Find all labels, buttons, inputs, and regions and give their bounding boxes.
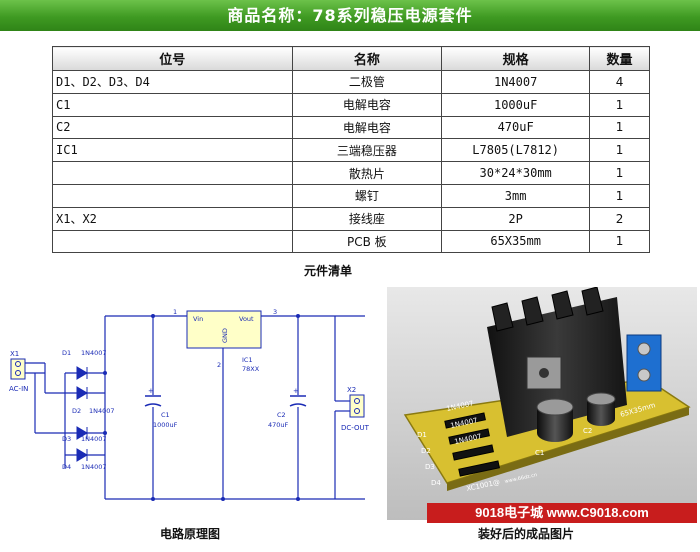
d2-label: D2 [72,407,81,415]
photo-d4-label: D4 [431,479,441,487]
x1-label: X1 [10,350,19,358]
cell-name: 散热片 [291,161,443,185]
cell-position: C1 [52,92,293,117]
cell-name: 接线座 [291,206,443,231]
c2-value: 470uF [268,421,289,429]
photo-c1-label: C1 [535,449,544,457]
photo-caption: 装好后的成品图片 [478,527,575,541]
cell-position: X1、X2 [52,206,293,231]
cell-spec: 30*24*30mm [441,161,591,185]
cell-position [52,183,293,208]
bom-caption: 元件清单 [304,264,353,278]
cell-qty: 4 [589,70,650,94]
photo-d2-label: D2 [421,447,431,455]
watermark-banner: 9018电子城 www.C9018.com [427,503,697,523]
photo-d1-label: D1 [417,431,427,439]
diode-d2 [76,386,88,400]
diode-d1 [76,366,88,380]
d4-value: 1N4007 [81,463,107,471]
d2-value: 1N4007 [89,407,115,415]
ic1-regulator [186,310,262,349]
cell-spec: 1N4007 [441,70,591,94]
table-header-row: 位号 名称 规格 数量 [52,46,650,71]
ic1-gnd-label: GND [221,328,229,343]
assembled-product-photo: D1 D2 D3 D4 1N4007 1N4007 1N4007 C1 C2 6… [387,287,697,520]
pin2-label: 2 [217,361,221,369]
header-qty: 数量 [589,46,650,71]
ic1-value: 78XX [242,365,260,373]
cell-qty: 1 [589,183,650,208]
cell-spec: L7805(L7812) [441,138,591,163]
svg-text:+: + [293,387,299,395]
c1-value: 1000uF [153,421,178,429]
cell-qty: 1 [589,115,650,140]
cell-name: 三端稳压器 [291,138,443,163]
ic1-vout-label: Vout [239,315,254,323]
header-position: 位号 [52,46,293,71]
cell-qty: 1 [589,92,650,117]
cell-name: 螺钉 [291,183,443,208]
cell-position: C2 [52,115,293,140]
schematic-caption: 电路原理图 [160,527,221,541]
d1-label: D1 [62,349,71,357]
photo-diode-d1 [444,412,486,429]
cell-position [52,229,293,254]
c2-label: C2 [277,411,286,419]
diode-d4 [76,448,88,462]
pin3-label: 3 [273,308,277,316]
cell-spec: 65X35mm [441,229,591,254]
photo-c2-label: C2 [583,427,592,435]
cell-spec: 1000uF [441,92,591,117]
cell-qty: 1 [589,138,650,163]
x2-label: X2 [347,386,356,394]
ic1-vin-label: Vin [193,315,203,323]
photo-d3-label: D3 [425,463,435,471]
d3-label: D3 [62,435,71,443]
d1-value: 1N4007 [81,349,107,357]
ic1-label: IC1 [242,356,253,364]
ac-in-label: AC-IN [9,385,28,393]
header-name: 名称 [291,46,443,71]
cell-spec: 3mm [441,183,591,208]
photo-diode-d4 [458,460,500,477]
cell-name: 二极管 [291,70,443,94]
cell-qty: 1 [589,161,650,185]
page-title: 商品名称：78系列稳压电源套件 [0,0,700,31]
cell-qty: 1 [589,229,650,254]
cell-name: 电解电容 [291,115,443,140]
cell-spec: 2P [441,206,591,231]
cell-name: 电解电容 [291,92,443,117]
pin1-label: 1 [173,308,177,316]
d3-value: 1N4007 [81,435,107,443]
photo-diode-d2 [448,428,490,445]
photo-diode-d3 [452,444,494,461]
circuit-schematic: X1 AC-IN D1 1N4007 D2 1N4007 D3 1N4007 D… [9,308,370,501]
cell-position: D1、D2、D3、D4 [52,70,293,94]
x2-connector [349,394,365,418]
header-spec: 规格 [441,46,591,71]
cell-spec: 470uF [441,115,591,140]
d4-label: D4 [62,463,71,471]
x1-connector [10,358,26,380]
c1-label: C1 [161,411,170,419]
dc-out-label: DC-OUT [341,424,370,432]
cell-position [52,161,293,185]
svg-text:+: + [148,387,154,395]
cell-position: IC1 [52,138,293,163]
cell-qty: 2 [589,206,650,231]
cell-name: PCB 板 [291,229,443,254]
diode-d3 [76,426,88,440]
